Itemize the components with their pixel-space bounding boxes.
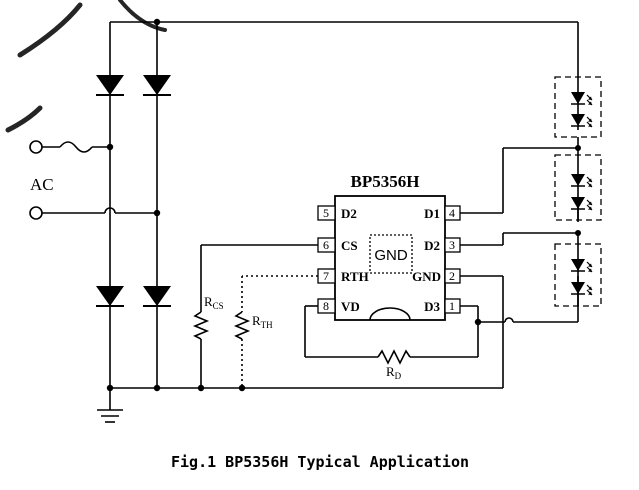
watermark (5, 0, 167, 133)
led-group-1 (554, 76, 602, 138)
rth-dotted-wire (241, 275, 318, 388)
gnd-pad-label: GND (374, 247, 408, 264)
pin4-name: D1 (424, 206, 440, 221)
ac-terminal-top (29, 140, 43, 154)
pin2-number: 2 (449, 269, 455, 283)
junction-dots (106, 18, 581, 392)
led-group-2 (554, 154, 602, 221)
pin4-number: 4 (449, 206, 455, 220)
ac-label: AC (30, 175, 54, 194)
pin6-name: CS (341, 238, 358, 253)
pin1-number: 1 (449, 299, 455, 313)
ic-chip: GND BP5356H (334, 172, 446, 321)
gnd-pad (369, 234, 413, 274)
pin5-number: 5 (323, 206, 329, 220)
rd-label: RD (386, 364, 402, 381)
pin7-number: 7 (323, 269, 329, 283)
pin2-name: GND (412, 269, 441, 284)
rcs-label: RCS (204, 294, 224, 311)
pin7-name: RTH (341, 269, 369, 284)
pin1-name: D3 (424, 299, 440, 314)
rth-label: RTH (252, 313, 273, 330)
ac-terminal-bottom (29, 206, 43, 220)
figure-caption: Fig.1 BP5356H Typical Application (171, 453, 469, 471)
pin3-number: 3 (449, 238, 455, 252)
pin3-name: D2 (424, 238, 440, 253)
wires (42, 21, 579, 423)
left-pins (317, 205, 336, 314)
led-group-3 (554, 233, 602, 307)
pin6-number: 6 (323, 238, 329, 252)
pin8-name: VD (341, 299, 360, 314)
rth-resistor-symbol (233, 311, 251, 340)
right-pins (444, 205, 461, 314)
pin5-name: D2 (341, 206, 357, 221)
chip-name: BP5356H (351, 172, 420, 191)
pin8-number: 8 (323, 299, 329, 313)
bridge-diodes (95, 74, 172, 307)
